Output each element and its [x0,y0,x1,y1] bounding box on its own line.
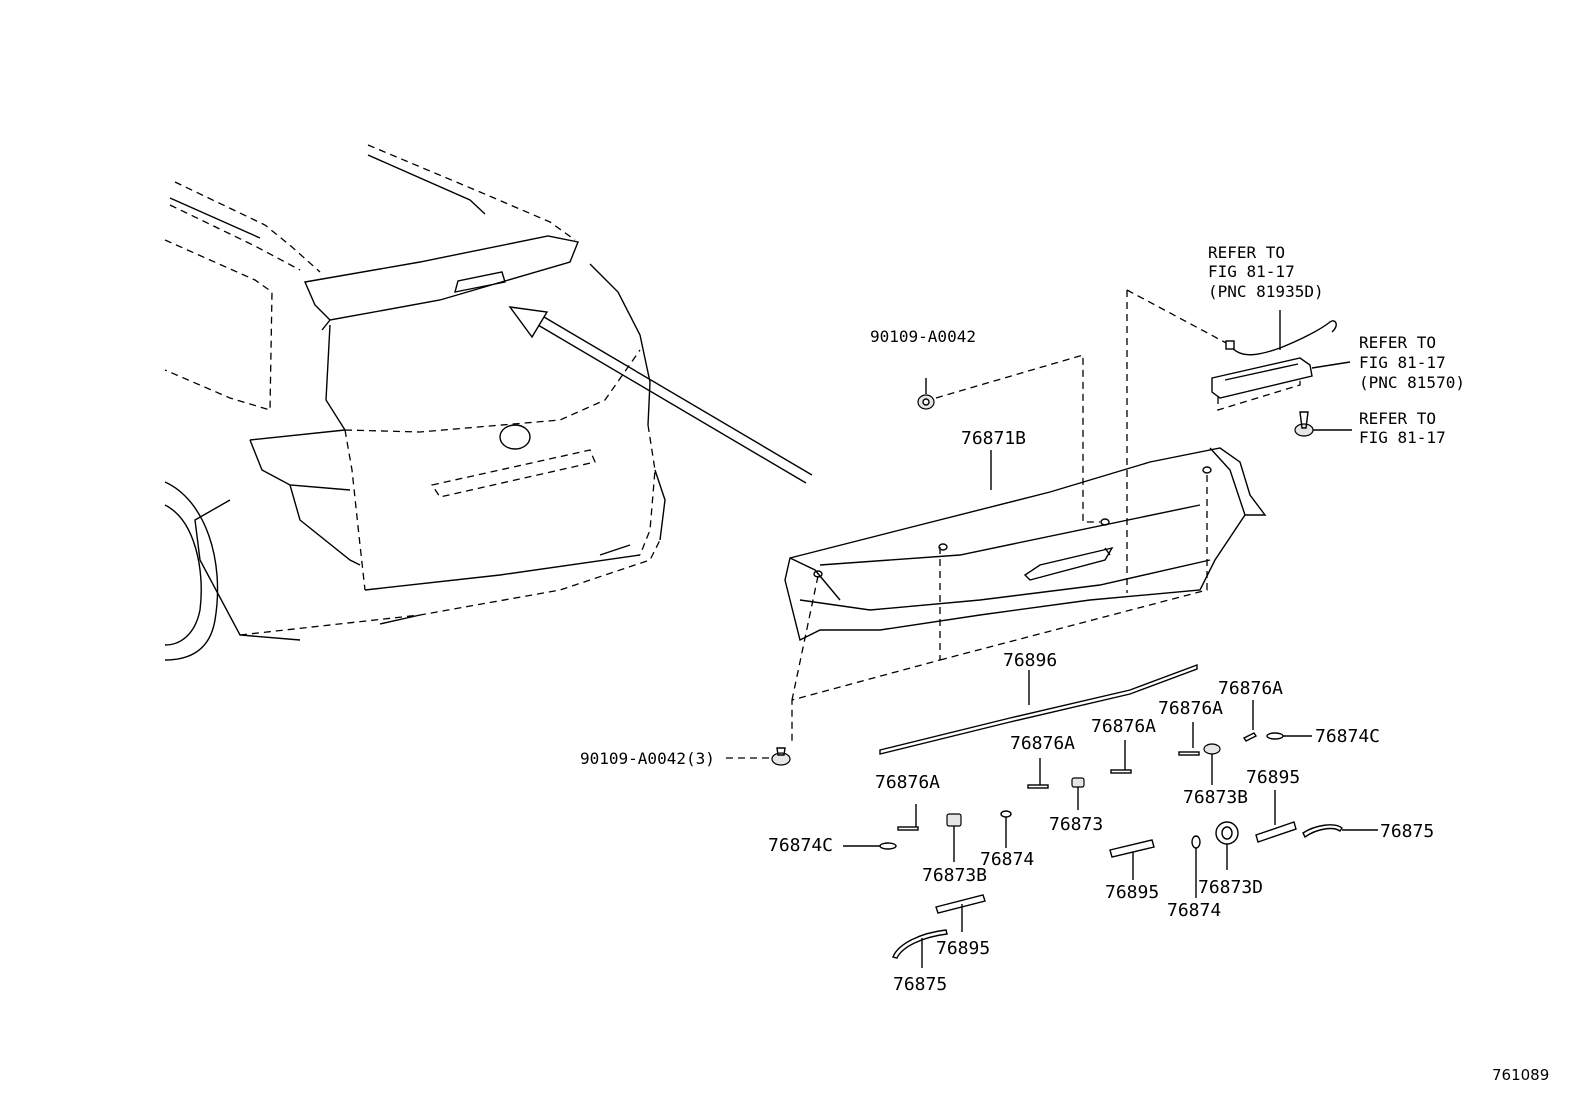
ref-wire-line-3: (PNC 81935D) [1208,282,1324,301]
lamp-screw [1294,411,1352,437]
label-clip-b-right: 76873B [1183,787,1248,808]
label-tape-a-3: 76876A [1091,716,1156,737]
spoiler-moulding-76896 [879,663,1198,755]
label-tape-a-4: 76876A [1158,698,1223,719]
label-pad-right: 76875 [1380,821,1434,842]
clip-90109-top [917,378,935,410]
label-moulding: 76896 [1003,650,1057,671]
ref-screw-line-1: REFER TO [1359,409,1436,428]
clip-90109-bottom [771,747,791,766]
label-clip-b-left: 76873B [922,865,987,886]
ref-wire-line-2: FIG 81-17 [1208,262,1295,281]
label-clip-bottom: 90109-A0042(3) [580,749,715,768]
label-tape-a-2: 76876A [1010,733,1075,754]
label-pad-left: 76875 [893,974,947,995]
wire-harness [1225,310,1337,356]
label-tape-a-1: 76876A [875,772,940,793]
label-clip-d: 76873D [1198,877,1263,898]
ref-wire-line-1: REFER TO [1208,243,1285,262]
part-labels: 76871B 90109-A0042 90109-A0042(3) 76896 … [580,243,1549,1084]
small-parts [843,700,1378,968]
label-tape-c-left: 76874C [768,835,833,856]
figure-number: 761089 [1492,1066,1549,1084]
label-clip-center: 76873 [1049,814,1103,835]
label-tape-mid: 76874 [980,849,1034,870]
ref-screw-line-2: FIG 81-17 [1359,428,1446,447]
rear-spoiler-assembly [784,447,1267,642]
label-cushion-right: 76895 [1246,767,1300,788]
vehicle-rear-illustration [164,144,813,661]
label-cushion-center: 76895 [1105,882,1159,903]
label-tape-bottom: 76874 [1167,900,1221,921]
ref-lamp-line-1: REFER TO [1359,333,1436,352]
guide-lines [726,289,1301,759]
high-mount-stop-lamp [1211,357,1351,399]
label-tape-c-right: 76874C [1315,726,1380,747]
ref-lamp-line-2: FIG 81-17 [1359,353,1446,372]
label-cushion-left: 76895 [936,938,990,959]
ref-lamp-line-3: (PNC 81570) [1359,373,1465,392]
label-tape-a-5: 76876A [1218,678,1283,699]
label-spoiler: 76871B [961,428,1026,449]
label-clip-top: 90109-A0042 [870,327,976,346]
